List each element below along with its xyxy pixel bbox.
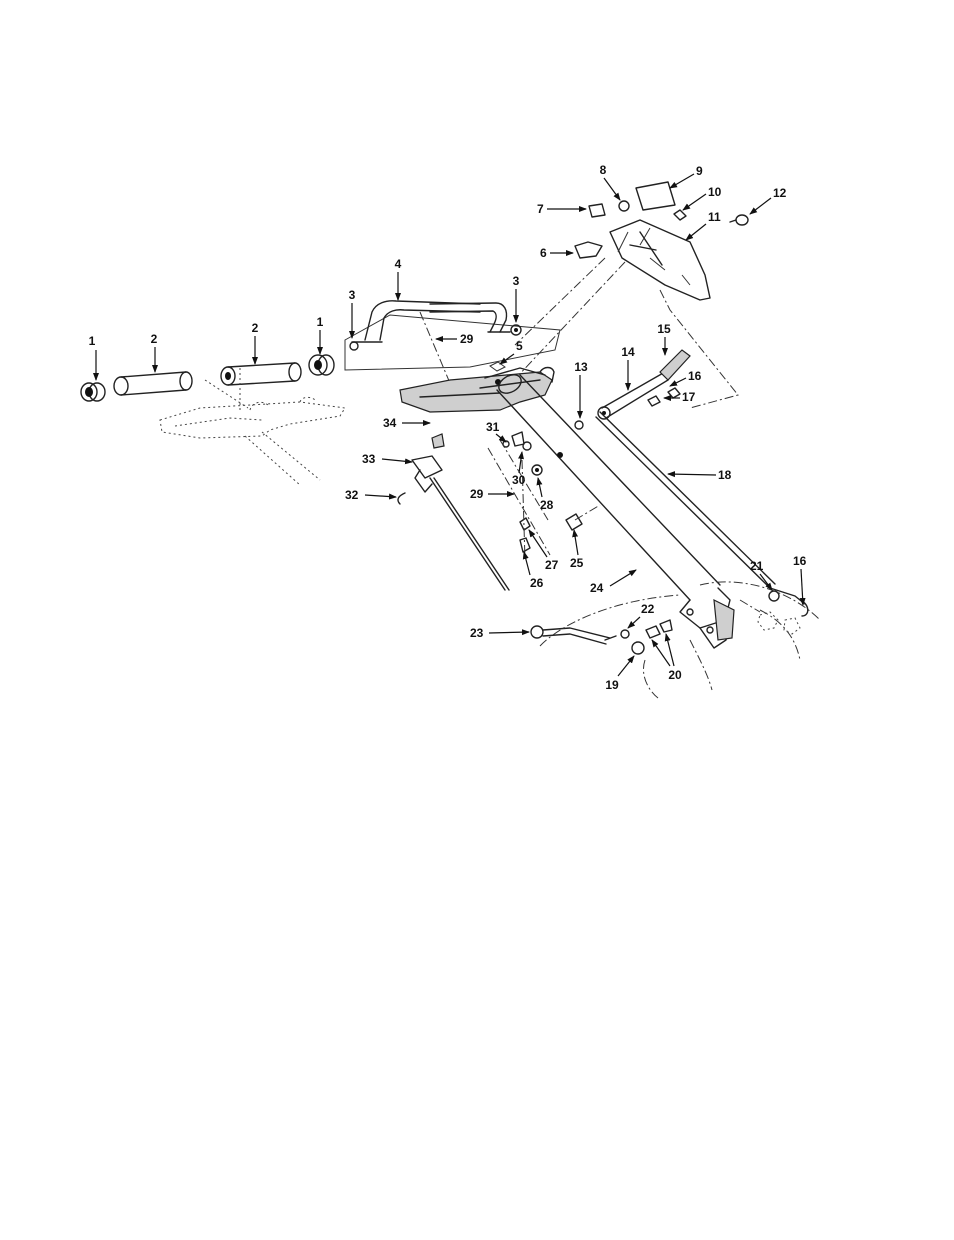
callout-13: 13 <box>574 360 588 374</box>
control-plate <box>400 368 554 413</box>
grip-tube-right <box>221 363 301 385</box>
callout-18: 18 <box>718 468 732 482</box>
callout-2-left: 2 <box>151 332 158 346</box>
grip-assembly <box>81 355 345 485</box>
callout-3-left: 3 <box>349 288 356 302</box>
callout-27: 27 <box>545 558 559 572</box>
callout-14: 14 <box>621 345 635 359</box>
handle-frame-outline <box>160 368 345 485</box>
callout-30: 30 <box>512 473 526 487</box>
screw-8 <box>619 201 629 211</box>
callout-22: 22 <box>641 602 655 616</box>
wire-32 <box>398 493 405 504</box>
callout-29-lower: 29 <box>470 487 484 501</box>
callout-34: 34 <box>383 416 397 430</box>
callout-25: 25 <box>570 556 584 570</box>
callout-10: 10 <box>708 185 722 199</box>
callout-29-upper: 29 <box>460 332 474 346</box>
small-hardware <box>488 432 600 560</box>
callout-28: 28 <box>540 498 554 512</box>
callout-26: 26 <box>530 576 544 590</box>
end-plug-left <box>81 383 105 401</box>
decal-9 <box>636 182 675 210</box>
callout-6: 6 <box>540 246 547 260</box>
callout-4: 4 <box>395 257 402 271</box>
callout-1-right: 1 <box>317 315 324 329</box>
callout-23: 23 <box>470 626 484 640</box>
callout-20: 20 <box>668 668 682 682</box>
callout-17: 17 <box>682 390 696 404</box>
throttle-control <box>398 434 509 590</box>
callout-16-lower: 16 <box>793 554 807 568</box>
callout-33: 33 <box>362 452 376 466</box>
clip-16-lower <box>800 600 808 616</box>
callout-11: 11 <box>708 210 721 224</box>
decal-7 <box>589 204 605 217</box>
callout-3-right: 3 <box>513 274 520 288</box>
decal-6 <box>575 242 602 258</box>
callout-12: 12 <box>773 186 787 200</box>
callout-9: 9 <box>696 164 703 178</box>
callout-32: 32 <box>345 488 359 502</box>
callout-21: 21 <box>750 559 764 573</box>
callout-1-left: 1 <box>89 334 96 348</box>
knob-10 <box>674 210 686 220</box>
callout-8: 8 <box>600 163 607 177</box>
end-plug-right <box>309 355 334 375</box>
callout-15: 15 <box>657 322 671 336</box>
callout-19: 19 <box>605 678 619 692</box>
knob-12 <box>736 215 748 225</box>
callout-5: 5 <box>516 339 523 353</box>
callout-7: 7 <box>537 202 544 216</box>
callout-31: 31 <box>486 420 500 434</box>
callouts: 1 2 2 1 3 4 3 29 5 6 7 8 9 <box>89 163 807 692</box>
grip-tube-left <box>114 372 192 395</box>
callout-2-right: 2 <box>252 321 259 335</box>
callout-24: 24 <box>590 581 604 595</box>
callout-16-upper: 16 <box>688 369 702 383</box>
